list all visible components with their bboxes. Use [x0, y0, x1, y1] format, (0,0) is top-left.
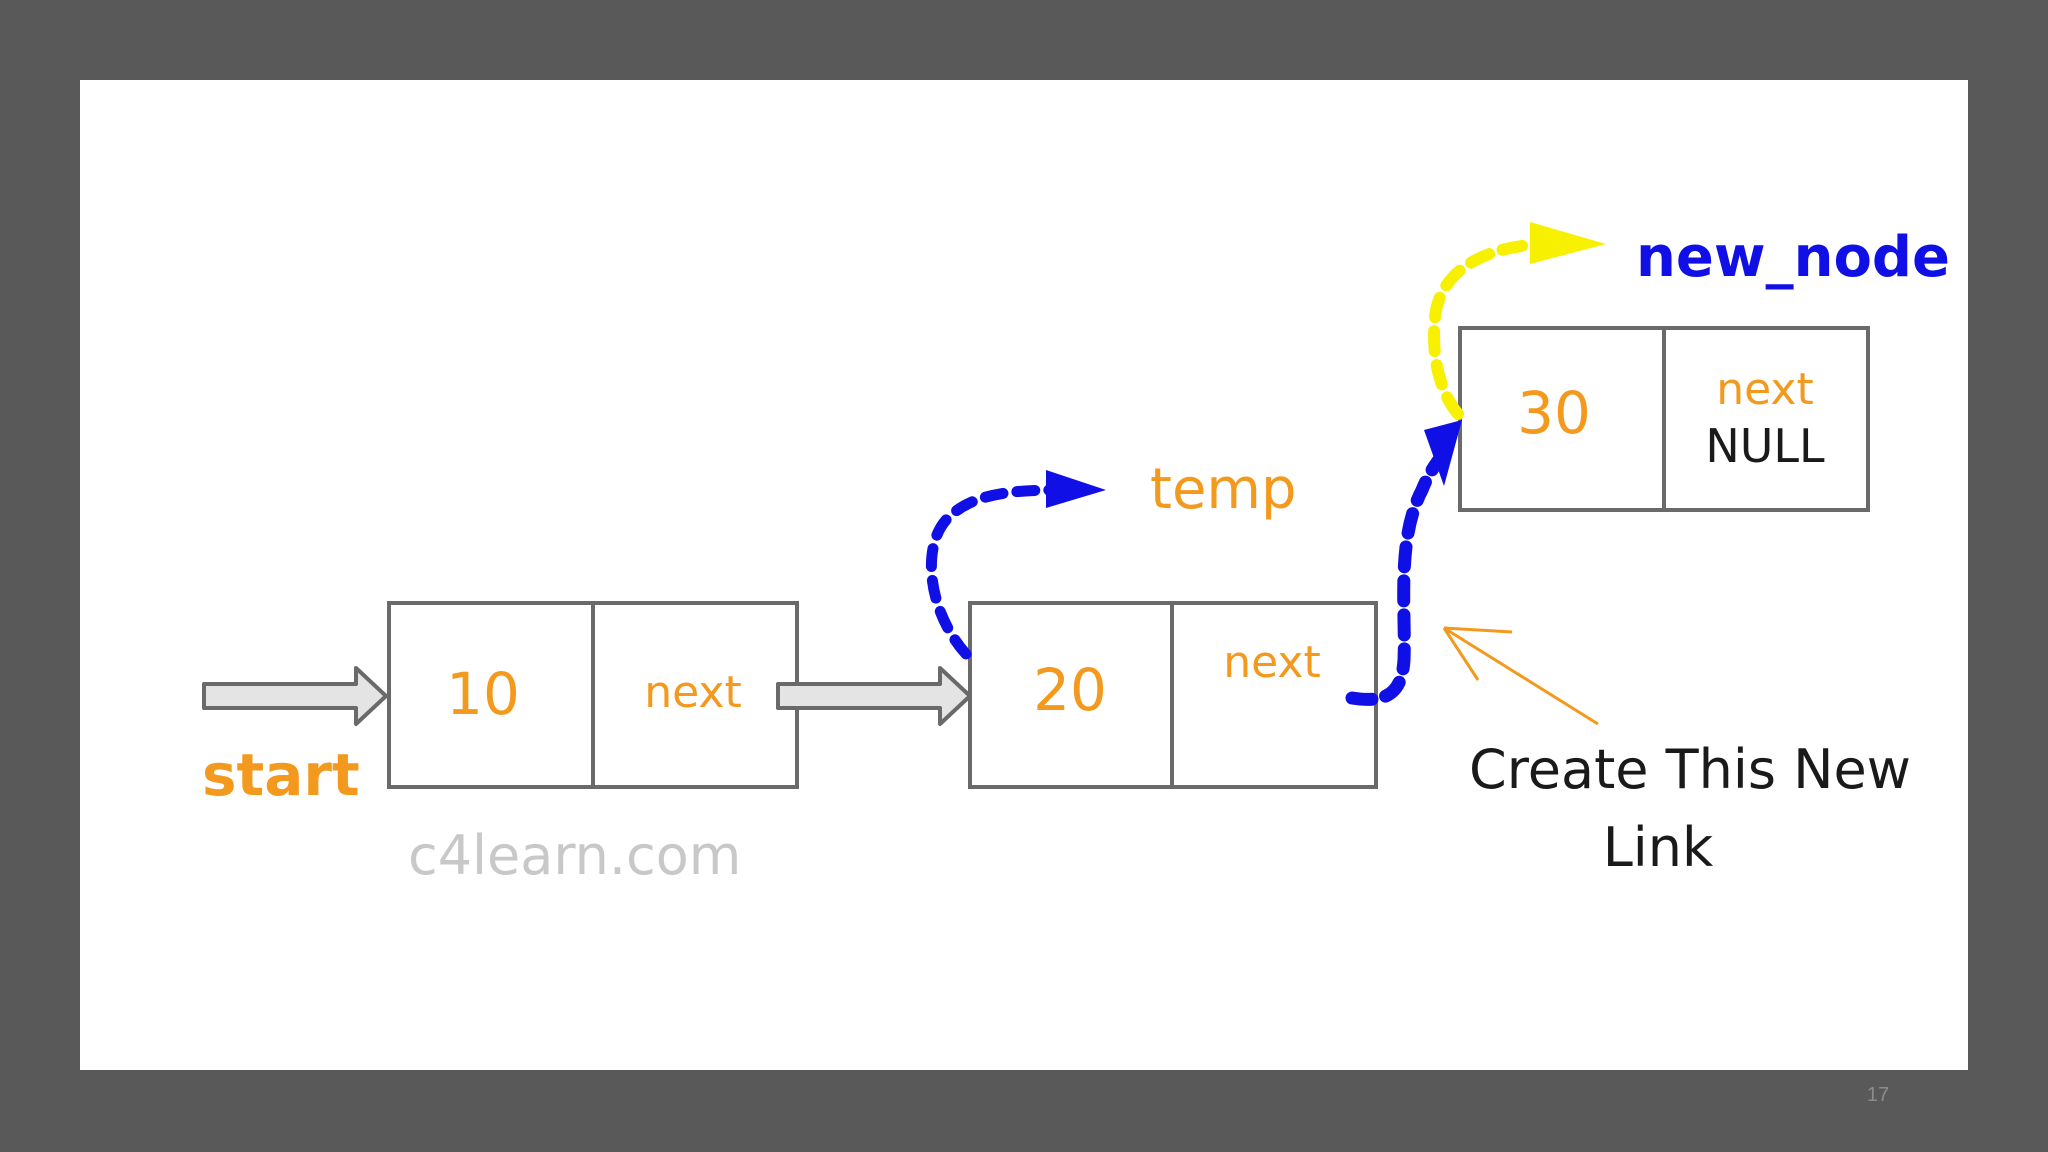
new-node-pointer-arrow	[1428, 222, 1606, 420]
diagram-panel	[80, 80, 1968, 1070]
callout-arrow	[1442, 626, 1599, 726]
node-30-data-cell	[1458, 326, 1666, 512]
node-10-data-cell	[387, 601, 595, 789]
callout-text-line1: Create This New	[1469, 738, 1911, 801]
node-30-next-label: next	[1716, 364, 1813, 415]
new-node-label: new_node	[1636, 225, 1950, 290]
node-20-value: 20	[1033, 656, 1107, 724]
node-10-next-label: next	[644, 667, 741, 718]
node-30-next-cell	[1662, 326, 1870, 512]
node-30-value: 30	[1517, 379, 1591, 447]
start-label: start	[202, 741, 360, 809]
watermark: c4learn.com	[408, 824, 741, 887]
temp-label: temp	[1150, 457, 1297, 522]
node-20-next-label: next	[1223, 637, 1320, 688]
node-10-value: 10	[446, 660, 520, 728]
callout-text-line2: Link	[1603, 816, 1714, 879]
temp-pointer-arrow	[925, 470, 1106, 660]
node-10-next-cell	[591, 601, 799, 789]
node-30-null-value: NULL	[1705, 419, 1825, 473]
node-20: 20 next	[968, 601, 1378, 789]
page-number: 17	[1866, 1084, 1890, 1106]
start-pointer-arrow	[202, 666, 388, 726]
new-link-arrow	[1345, 420, 1462, 706]
node-30: 30 next NULL	[1458, 326, 1870, 512]
link-arrow-10-to-20	[776, 666, 972, 726]
node-20-data-cell	[968, 601, 1174, 789]
node-20-next-cell	[1170, 601, 1378, 789]
node-10: 10 next	[387, 601, 799, 789]
